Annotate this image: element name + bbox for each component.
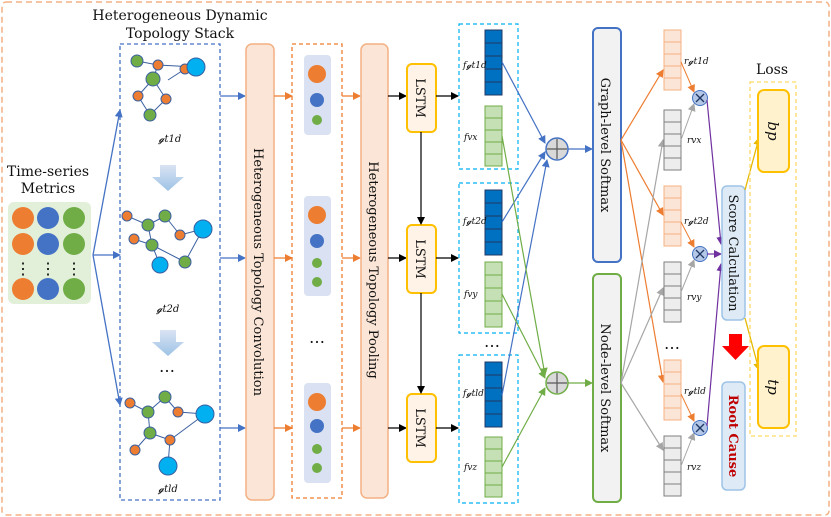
score-calculation-block bbox=[721, 185, 746, 321]
pool-label: Heterogeneous Topology Pooling bbox=[365, 161, 380, 378]
node-aggregation-node bbox=[545, 371, 569, 395]
root-cause-block bbox=[721, 381, 746, 491]
feature-label-node-2: fvy bbox=[463, 290, 478, 300]
feature-box-2 bbox=[458, 182, 519, 334]
feature-vector-node-2 bbox=[484, 261, 503, 328]
r-vector-graph-3 bbox=[663, 359, 682, 421]
metrics-to-graphs-arrows bbox=[92, 109, 123, 406]
lstm-1: LSTM bbox=[406, 63, 437, 133]
multiply-node-3 bbox=[692, 420, 708, 436]
r-vector-graph-1 bbox=[663, 29, 682, 91]
node-groups-box bbox=[291, 43, 343, 499]
r-label-graph-3: r𝓰tld bbox=[684, 387, 706, 397]
feature-label-graph-2: f𝓰t2d bbox=[462, 217, 487, 227]
score-calculation-label: Score Calculation bbox=[725, 194, 740, 312]
feature-vector-graph-3 bbox=[484, 361, 503, 428]
stack-down-arrow-1 bbox=[152, 165, 184, 191]
stack-ellipsis: … bbox=[159, 357, 175, 376]
r-vector-graph-2 bbox=[663, 185, 682, 247]
feature-vector-node-3 bbox=[484, 436, 503, 498]
r-vector-node-3 bbox=[663, 435, 682, 497]
bp-block bbox=[757, 89, 790, 173]
metrics-label-line2: Metrics bbox=[21, 181, 75, 197]
graph-1 bbox=[130, 54, 206, 122]
multiply-to-score-arrows bbox=[706, 99, 725, 427]
conv-label: Heterogeneous Topology Convolution bbox=[250, 148, 265, 397]
r-label-graph-1: r𝓰t1d bbox=[684, 57, 709, 67]
pool-to-lstm-arrows bbox=[388, 92, 407, 432]
graph-softmax-block bbox=[592, 27, 622, 263]
r-vector-node-2 bbox=[663, 261, 682, 323]
r-to-multiply-lines bbox=[680, 61, 695, 422]
conv-block bbox=[245, 43, 275, 501]
root-cause-label: Root Cause bbox=[725, 395, 740, 478]
feature-label-graph-1: f𝓰t1d bbox=[462, 61, 487, 71]
graph-3-label: 𝓰tld bbox=[157, 484, 178, 495]
r-label-graph-2: r𝓰t2d bbox=[684, 217, 709, 227]
stack-title-line2: Topology Stack bbox=[126, 26, 235, 42]
graph-2 bbox=[121, 209, 213, 274]
metrics-label-line1: Time-series bbox=[7, 164, 89, 180]
graph-stack-box bbox=[119, 43, 221, 501]
bp-label: bp bbox=[764, 121, 782, 141]
lstm-3: LSTM bbox=[406, 393, 437, 463]
metrics-dots-1: ⋮ bbox=[15, 259, 31, 278]
node-groups-ellipsis: … bbox=[309, 328, 325, 347]
feature-vector-graph-2 bbox=[484, 189, 503, 256]
feature-box-1 bbox=[458, 23, 519, 170]
feature-vector-node-1 bbox=[484, 105, 503, 167]
graph-aggregation-node bbox=[545, 137, 569, 161]
tp-block bbox=[757, 345, 790, 429]
feature-label-graph-3: f𝓰tld bbox=[462, 389, 484, 399]
loss-label: Loss bbox=[756, 62, 788, 78]
graph-1-label: 𝓰t1d bbox=[158, 134, 182, 145]
lstm-1-label: LSTM bbox=[412, 78, 427, 118]
multiply-node-1 bbox=[692, 90, 708, 106]
r-node-to-multiply-lines bbox=[680, 103, 696, 467]
lstm-3-label: LSTM bbox=[412, 408, 427, 448]
node-group-2 bbox=[304, 196, 331, 296]
node-softmax-label: Node-level Softmax bbox=[597, 324, 612, 454]
feature-label-node-3: fvz bbox=[463, 463, 477, 473]
tp-label: tp bbox=[764, 379, 782, 395]
r-label-node-1: rvx bbox=[687, 136, 701, 146]
graphs-to-conv-arrows bbox=[220, 92, 246, 432]
multiply-node-2 bbox=[692, 246, 708, 262]
stack-down-arrow-2 bbox=[152, 330, 184, 356]
graph-2-label: 𝓰t2d bbox=[156, 304, 180, 315]
r-vector-node-1 bbox=[663, 109, 682, 171]
root-cause-arrow-icon bbox=[722, 334, 749, 360]
r-vectors-ellipsis: … bbox=[664, 334, 680, 353]
metrics-dots-3: ⋮ bbox=[66, 259, 82, 278]
feature-box-3 bbox=[458, 354, 519, 504]
node-group-3 bbox=[304, 383, 331, 483]
loss-box bbox=[749, 81, 797, 437]
feature-vector-graph-1 bbox=[484, 29, 503, 96]
metrics-matrix: ⋮ ⋮ ⋮ bbox=[8, 202, 91, 304]
conv-to-groups-arrows bbox=[274, 92, 293, 432]
score-to-loss-arrows bbox=[744, 137, 762, 371]
node-softmax-output-arrows bbox=[620, 139, 666, 451]
groups-to-pool-arrows bbox=[342, 92, 361, 432]
r-label-node-3: rvz bbox=[687, 463, 701, 473]
graph-3 bbox=[124, 390, 215, 476]
lstm-2: LSTM bbox=[406, 224, 437, 294]
metrics-dots-2: ⋮ bbox=[40, 259, 56, 278]
lstm-2-label: LSTM bbox=[412, 239, 427, 279]
node-group-1 bbox=[304, 55, 331, 135]
lstm-to-features-arrows bbox=[436, 92, 459, 432]
feature-label-node-1: fvx bbox=[463, 133, 478, 143]
stack-title-line1: Heterogeneous Dynamic bbox=[92, 8, 267, 24]
graph-feature-arrows bbox=[501, 61, 550, 396]
node-softmax-block bbox=[592, 273, 622, 503]
pool-block bbox=[360, 43, 389, 499]
r-label-node-2: rvy bbox=[687, 293, 702, 303]
node-feature-arrows bbox=[501, 135, 548, 468]
graph-softmax-label: Graph-level Softmax bbox=[597, 78, 612, 213]
features-ellipsis: … bbox=[484, 332, 500, 351]
